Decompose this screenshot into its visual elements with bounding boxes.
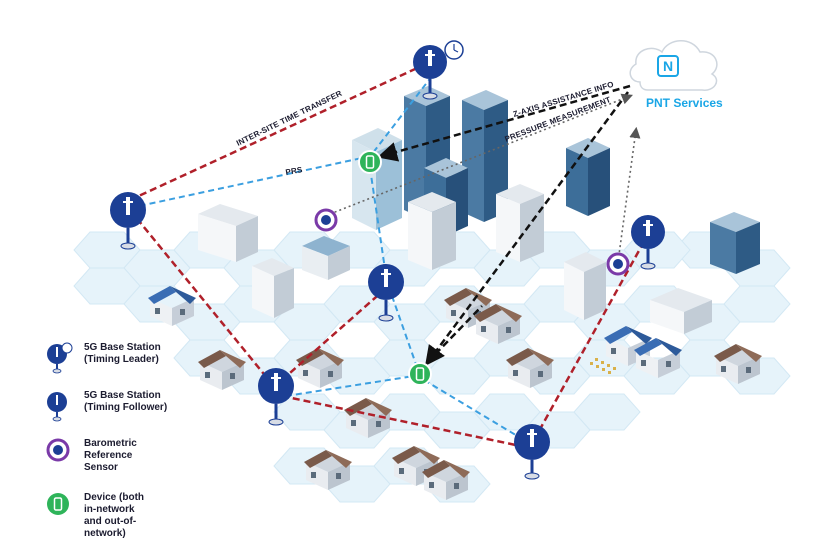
small-blue-block: [302, 236, 350, 280]
station-follower-lower-right: [514, 424, 550, 480]
city-buildings: [148, 86, 762, 500]
barometric-sensor-icon: [314, 208, 338, 232]
nextnav-logo-icon: N: [657, 55, 679, 77]
station-follower-left: [110, 192, 146, 250]
pressure-links: [329, 93, 641, 263]
right-tower: [566, 138, 610, 216]
device-icon: [47, 493, 69, 515]
legend-item-barometric: Barometric Reference Sensor: [42, 434, 182, 484]
legend-item-timing-leader: 5G Base Station (Timing Leader): [42, 338, 182, 382]
device-icon: [358, 150, 382, 174]
solar-field: [590, 358, 616, 374]
timing-leader-icon: [47, 342, 73, 374]
timing-follower-icon: [47, 392, 67, 422]
legend-text: 5G Base Station (Timing Follower): [84, 390, 168, 413]
station-follower-lower-left: [258, 368, 294, 426]
cloud-label: PNT Services: [646, 96, 723, 110]
cloud-logo-text: N: [663, 58, 673, 74]
station-follower-right: [631, 215, 665, 270]
station-follower-center: [368, 264, 404, 322]
white-building-2: [496, 184, 544, 262]
blue-prs-links: [129, 75, 525, 441]
black-assistance-links: [377, 84, 631, 371]
legend-item-timing-follower: 5G Base Station (Timing Follower): [42, 386, 182, 430]
legend-text: Barometric Reference Sensor: [84, 438, 137, 473]
right-offices: [650, 288, 712, 334]
left-white-block: [198, 204, 258, 262]
far-right-block: [710, 212, 760, 274]
legend: 5G Base Station (Timing Leader) 5G Base …: [42, 338, 182, 552]
center-right-tall: [564, 252, 606, 320]
red-timing-links: [129, 62, 648, 450]
device-icon: [408, 362, 432, 386]
prs-label: PRS: [285, 165, 304, 177]
pnt-services-cloud: N PNT Services: [629, 40, 723, 110]
barometric-sensor-icon: [606, 252, 630, 276]
center-white-tall: [252, 258, 294, 318]
barometric-sensor-icon: [46, 438, 70, 462]
inter-site-label: INTER-SITE TIME TRANSFER: [235, 89, 344, 148]
legend-item-device: Device (both in-network and out-of- netw…: [42, 488, 182, 548]
glass-tower: [352, 128, 402, 230]
legend-text: Device (both in-network and out-of- netw…: [84, 492, 145, 539]
legend-text: 5G Base Station (Timing Leader): [84, 342, 161, 365]
white-building-1: [408, 192, 456, 270]
timing-leader-icon: [413, 40, 464, 100]
